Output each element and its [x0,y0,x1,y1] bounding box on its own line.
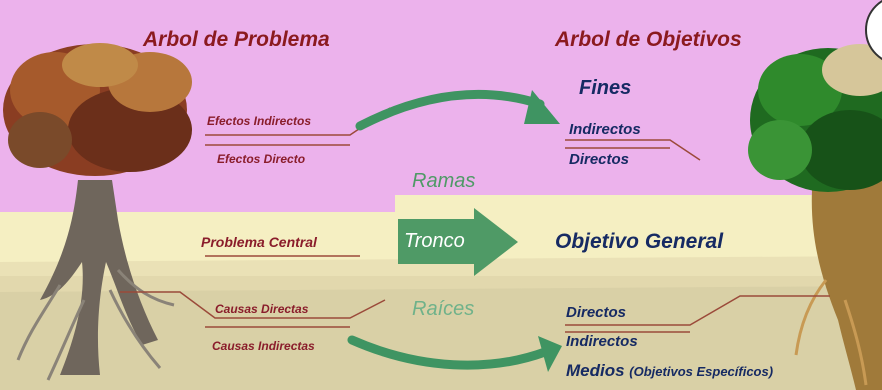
trunk-arrow [398,208,518,276]
general-objective-label: Objetivo General [555,230,724,253]
effects-direct-label: Efectos Directo [217,152,306,166]
causes-direct-label: Causas Directas [215,302,309,316]
bottom-curved-arrow [347,335,550,370]
connector-lines [120,107,830,333]
trunk-label: Tronco [404,230,465,252]
ends-indirect-label: Indirectos [569,121,641,138]
central-problem-label: Problema Central [201,234,317,250]
roots-label: Raíces [412,298,475,320]
ends-direct-label: Directos [569,151,630,168]
problem-tree-illustration [3,43,192,381]
corner-badge [865,0,882,61]
means-indirect-label: Indirectos [566,333,638,350]
objective-tree-title: Arbol de Objetivos [555,28,742,51]
branches-label: Ramas [412,170,476,192]
problem-tree-title: Arbol de Problema [143,28,330,51]
objective-tree-illustration [748,44,882,390]
means-title: Medios [566,361,625,380]
means-label: Medios (Objetivos Específicos) [566,361,773,381]
means-note: (Objetivos Específicos) [629,364,774,379]
means-direct-label: Directos [566,304,627,321]
top-curved-arrow [355,89,545,131]
effects-indirect-label: Efectos Indirectos [207,114,312,128]
causes-indirect-label: Causas Indirectas [212,339,315,353]
ends-label: Fines [579,77,632,99]
